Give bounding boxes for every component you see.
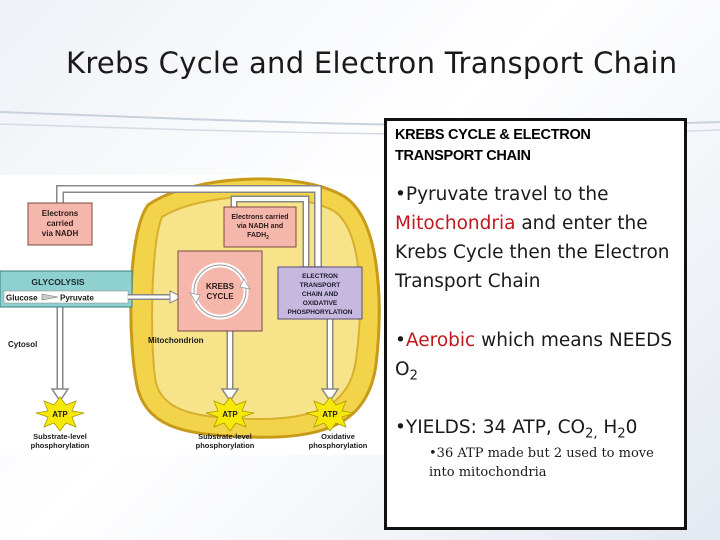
svg-text:carried: carried	[47, 219, 74, 228]
svg-text:via NADH: via NADH	[42, 229, 79, 238]
electrons-nadh-label-1: Electrons	[42, 209, 79, 218]
mitochondrion-label: Mitochondrion	[148, 336, 204, 345]
sub-bullet-atp-note: •36 ATP made but 2 used to move into mit…	[429, 446, 654, 480]
oxidative-phos-1: Oxidative	[321, 432, 355, 441]
svg-text:OXIDATIVE: OXIDATIVE	[303, 300, 338, 307]
cellular-respiration-diagram: Electrons carried via NADH Electrons car…	[0, 175, 384, 455]
panel-heading-line-1: KREBS CYCLE & ELECTRON	[395, 127, 591, 143]
oxidative-phos-2: phosphorylation	[309, 441, 368, 450]
bullet-marker: •	[395, 184, 406, 205]
bullet-marker: •	[395, 417, 406, 438]
krebs-cycle-label-1: KREBS	[206, 282, 235, 291]
bullet-pyruvate: •Pyruvate travel to the Mitochondria and…	[395, 184, 670, 292]
svg-text:CHAIN AND: CHAIN AND	[302, 291, 339, 298]
bullet-marker: •	[395, 330, 406, 351]
svg-text:TRANSPORT: TRANSPORT	[300, 282, 340, 289]
substrate-phos-left-2: phosphorylation	[31, 441, 90, 450]
electron-transport-chain-box	[277, 266, 363, 320]
bullet-yields: •YIELDS: 34 ATP, CO2, H20	[395, 417, 638, 442]
electrons-nadh-fadh2-label-1: Electrons carried	[231, 214, 288, 221]
slide-title: Krebs Cycle and Electron Transport Chain	[66, 46, 678, 80]
bullet-aerobic: •Aerobic which means NEEDS O2	[395, 330, 673, 384]
svg-text:via NADH and: via NADH and	[237, 223, 283, 230]
atp-burst-right	[305, 396, 355, 432]
svg-text:PHOSPHORYLATION: PHOSPHORYLATION	[287, 309, 352, 316]
glycolysis-label: GLYCOLYSIS	[31, 277, 85, 287]
atp-label-right: ATP	[322, 410, 338, 419]
svg-text:CYCLE: CYCLE	[206, 292, 234, 301]
text-panel: KREBS CYCLE & ELECTRON TRANSPORT CHAIN •…	[384, 118, 687, 530]
substrate-phos-mid-1: Substrate-level	[198, 432, 252, 441]
atp-burst-middle	[205, 396, 255, 432]
svg-text:FADH2: FADH2	[247, 232, 269, 241]
atp-label-middle: ATP	[222, 410, 238, 419]
cytosol-label: Cytosol	[8, 340, 37, 349]
atp-burst-left	[35, 396, 85, 432]
substrate-phos-left-1: Substrate-level	[33, 432, 87, 441]
glucose-label: Glucose	[6, 294, 38, 303]
electrons-nadh-fadh2-box	[223, 206, 297, 248]
panel-heading-line-2: TRANSPORT CHAIN	[395, 148, 531, 164]
atp-label-left: ATP	[52, 410, 68, 419]
electrons-nadh-box	[27, 202, 93, 246]
pyruvate-label: Pyruvate	[60, 294, 94, 303]
etc-label-1: ELECTRON	[302, 273, 338, 280]
substrate-phos-mid-2: phosphorylation	[196, 441, 255, 450]
aerobic-highlight: Aerobic	[405, 330, 476, 351]
mitochondria-highlight: Mitochondria	[395, 213, 516, 234]
panel-heading: KREBS CYCLE & ELECTRON TRANSPORT CHAIN	[395, 125, 675, 167]
